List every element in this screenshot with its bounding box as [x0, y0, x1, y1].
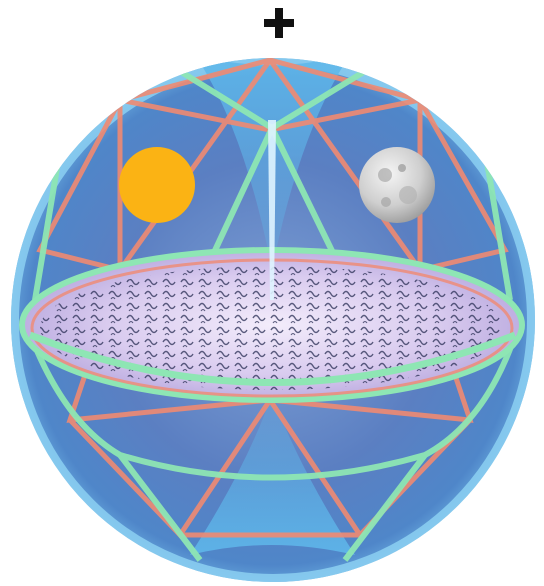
sun-icon: [119, 147, 195, 223]
plus-icon: [262, 6, 296, 40]
moon-icon: [359, 147, 435, 223]
